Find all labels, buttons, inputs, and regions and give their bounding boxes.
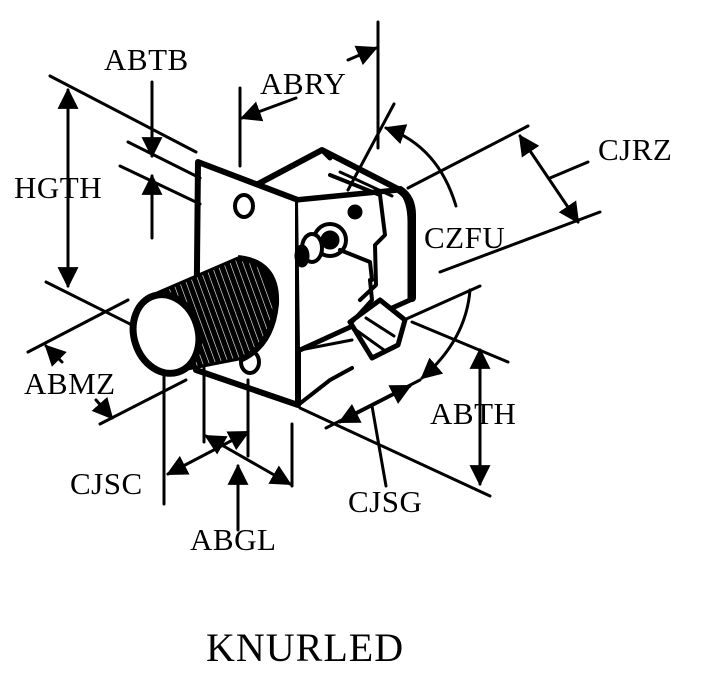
- label-cjrz: CJRZ: [598, 132, 673, 167]
- label-abmz: ABMZ: [24, 366, 116, 401]
- label-abgl: ABGL: [190, 522, 277, 557]
- inner-bracket: [328, 173, 387, 302]
- label-cjsg: CJSG: [348, 484, 423, 519]
- label-abtb: ABTB: [104, 42, 189, 77]
- latch-cam: [347, 297, 408, 361]
- mounting-hole-top: [233, 193, 255, 219]
- abgl-arrow-horizontal: [204, 434, 292, 486]
- cjsg-arrow: [338, 384, 412, 424]
- label-czfu: CZFU: [424, 220, 506, 255]
- label-abry: ABRY: [260, 66, 347, 101]
- label-abth: ABTH: [430, 396, 517, 431]
- figure-caption: KNURLED: [206, 625, 405, 670]
- abmz-arrow-bottom: [91, 396, 114, 420]
- dimension-lines: [26, 20, 602, 532]
- label-hgth: HGTH: [14, 170, 103, 205]
- cjsg-leader: [370, 404, 388, 488]
- label-cjsc: CJSC: [70, 466, 143, 501]
- abry-arrow-right: [346, 45, 378, 66]
- abry-arrow-left: [240, 96, 298, 122]
- knurled-cylinder: [129, 255, 280, 377]
- abmz-arrow-top: [44, 344, 67, 367]
- czfu-arc: [384, 124, 458, 208]
